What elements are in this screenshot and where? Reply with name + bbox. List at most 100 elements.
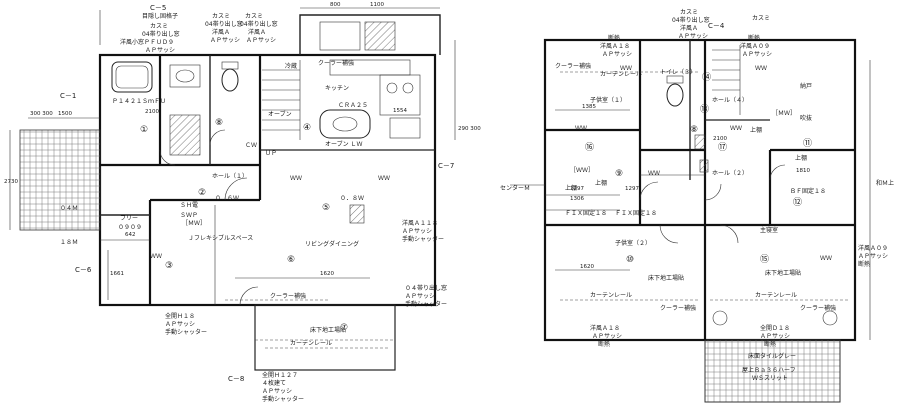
side-note: ＡＰサッシ: [405, 293, 435, 300]
side-note: 手動シャッター: [402, 235, 444, 243]
mw-label: ［ＭＷ］: [182, 220, 206, 227]
sash-note: 全開Ｈ１８: [165, 312, 195, 320]
kitchen-label: キッチン: [325, 85, 349, 92]
top-note: 04帯り出し窓: [205, 20, 243, 28]
width-label: ０．８Ｗ: [340, 195, 364, 202]
cooler-label: クーラー補強: [800, 304, 836, 312]
oven-label: オーブン: [268, 110, 292, 118]
top-note: ＡＰサッシ: [678, 33, 708, 40]
dimension: 290 300: [458, 126, 481, 132]
ww-label: ＷＷ: [290, 175, 302, 182]
center-mark-label: センターＭ: [500, 184, 530, 192]
balcony-note: 全開Ｄ１８: [760, 324, 790, 332]
cooler-label: クーラー補強: [660, 304, 696, 312]
room-number: ③: [165, 261, 173, 271]
top-note: 04帯り出し窓: [240, 20, 278, 28]
flexible-space-label: Ｊフレキシブルスペース: [188, 234, 253, 242]
dimension: 2730: [4, 179, 18, 185]
room-number: ⑫: [793, 197, 802, 208]
room-number: ⑨: [615, 169, 623, 179]
section-mark: C－1: [60, 92, 76, 100]
ref-label: 冷蔵: [285, 62, 297, 70]
cra-label: ＣＲＡ２５: [338, 102, 368, 109]
room-number: ⑭: [702, 72, 711, 83]
top-note: カスミ: [680, 9, 698, 16]
dimension: 1661: [110, 271, 124, 277]
bath-label: Ｐ１４２１ＳｍＦＵ: [112, 98, 166, 105]
dimension: 1620: [320, 271, 334, 277]
section-mark: C－4: [708, 22, 725, 30]
dim-note: １８Ｍ: [60, 239, 78, 246]
side-note: ０４帯り出し窓: [405, 284, 447, 292]
room-number: ⑧: [690, 125, 698, 135]
room-number: ⑦: [340, 323, 348, 333]
sash-note: ＡＰサッシ: [165, 321, 195, 328]
room-label: 納戸: [800, 82, 812, 90]
sash-note: 手動シャッター: [262, 395, 304, 403]
dimension: 1500: [58, 111, 72, 117]
ww-label: ＷＷ: [150, 253, 162, 260]
cw-label: ＣＷ: [245, 142, 257, 149]
top-note: 洋風Ａ: [248, 28, 266, 36]
room-label: ホール（４）: [712, 97, 748, 104]
up-label: ＵＰ: [265, 150, 277, 157]
north-storage: [319, 21, 361, 51]
cooler-label: クーラー補強: [555, 62, 591, 70]
top-note: 断熱: [748, 34, 760, 42]
sash-note: 洋風Ａ１８: [590, 324, 620, 332]
ww-label: ＷＷ: [755, 65, 767, 72]
room-number: ⑩: [626, 255, 634, 265]
top-note: ＡＰサッシ: [145, 47, 175, 54]
balcony-note: 屋上Ｂａ３６ハーフ: [742, 366, 796, 374]
section-mark: C－6: [75, 266, 92, 274]
side-note: 和Ｍ上: [876, 179, 894, 187]
nw-label: ［ＷＷ］: [570, 167, 594, 174]
cooler-label: クーラー補強: [270, 292, 306, 300]
second-floor-outer-wall: [543, 38, 857, 342]
room-number: ⑪: [803, 138, 812, 149]
free-label: フリー: [120, 215, 138, 222]
dimension: 1810: [796, 168, 810, 174]
room-number: ⑰: [718, 142, 727, 153]
width-label: ０．６Ｗ: [215, 195, 239, 202]
room-label: トイレ（３）: [660, 69, 696, 76]
dimension: 1554: [393, 108, 407, 114]
top-note: カスミ: [150, 23, 168, 30]
dimension: 1306: [570, 196, 584, 202]
curtain-label: カーテンレール: [755, 292, 797, 299]
room-number: ⑬: [700, 104, 709, 115]
room-label: 子供室（２）: [615, 239, 651, 247]
top-note: 洋風Ａ: [680, 24, 698, 32]
swp-label: ＳＷＰ: [180, 212, 198, 219]
window-label: ＦＩＸ固定１８: [565, 209, 607, 217]
balcony-note: ＡＰサッシ: [760, 333, 790, 340]
dimension: 1385: [582, 104, 596, 110]
room-number: ⑯: [585, 142, 594, 153]
curtain-label: カーテンレール: [590, 292, 632, 299]
curtain-label: カーテンレール: [290, 340, 332, 347]
section-mark: C－7: [438, 162, 454, 170]
closet-label: 上棚: [565, 184, 577, 192]
sash-note: 全開Ｈ１２７: [262, 371, 298, 379]
room-number: ⑧: [215, 118, 223, 128]
curtain-label: カーテンレール: [600, 71, 642, 78]
ww-label: ＷＷ: [820, 255, 832, 262]
room-number: ①: [140, 125, 148, 135]
top-note: ＡＰサッシ: [602, 51, 632, 58]
ww-label: ＷＷ: [648, 170, 660, 177]
sash-note: 断熱: [598, 340, 610, 348]
sash-note: 手動シャッター: [165, 328, 207, 336]
dimension: 800: [330, 2, 341, 8]
room-number: ⑮: [760, 254, 769, 265]
oven-lw-label: オーブン ＬＷ: [325, 140, 363, 148]
balcony: [704, 339, 841, 403]
balcony-note: 床面タイルグレー: [748, 352, 796, 360]
top-note: 洋風小窓ＰＦＵＤ９: [120, 38, 174, 46]
top-note: 洋風Ａ１８: [600, 42, 630, 50]
north-utility: [364, 21, 396, 51]
side-note: 手動シャッター: [405, 300, 447, 308]
sash-note: ４枚建て: [262, 379, 286, 387]
top-note: 目隠し固格子: [142, 12, 178, 20]
ww-label: ＷＷ: [620, 65, 632, 72]
